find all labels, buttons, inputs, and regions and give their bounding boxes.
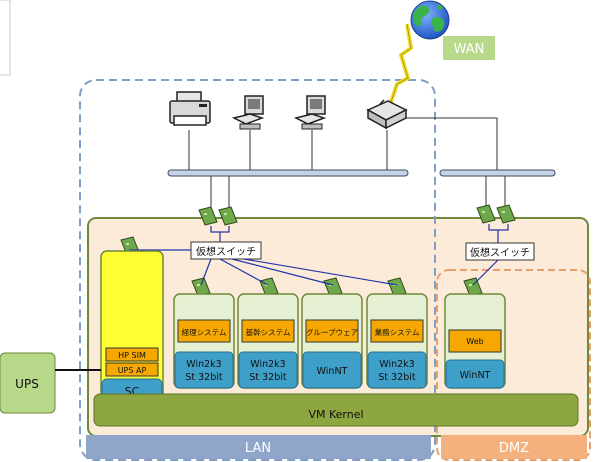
vm-os-label-line1: Win2k3 (186, 359, 221, 370)
virtual-switch-lan-label: 仮想スイッチ (196, 245, 256, 258)
vm-app-label: 経理システム (182, 327, 227, 337)
wan-label: WAN (454, 42, 485, 57)
app-box (305, 319, 359, 343)
vm-app-label: 基幹システム (246, 327, 291, 337)
vm-os-label-line2: St 32bit (249, 372, 287, 383)
globe-icon (410, 0, 450, 40)
ups-ap-box (105, 362, 159, 377)
dmz-backbone (439, 169, 556, 177)
vm-os-label-line1: Win2k3 (250, 359, 285, 370)
vm-4: 業務システム Win2k3 St 32bit (366, 293, 428, 389)
nic-icon (476, 204, 496, 224)
os-box (367, 351, 427, 389)
wan-label-box (443, 36, 495, 60)
lan-bar (86, 435, 431, 459)
os-box (174, 351, 234, 389)
vm-os-label-line1: Win2k3 (379, 359, 414, 370)
lightning-icon (387, 23, 414, 109)
vm-os-label-line1: WinNT (317, 366, 348, 377)
lan-backbone (167, 169, 409, 177)
app-box (241, 319, 295, 343)
app-box (448, 329, 502, 353)
lan-label: LAN (245, 441, 271, 456)
os-box (238, 351, 298, 389)
dmz-vm-os-label: WinNT (460, 370, 491, 381)
dmz-vm-app-label: Web (466, 337, 483, 346)
vm-kernel-bar (93, 393, 579, 427)
nic-icon (198, 206, 218, 226)
vm-os-label-line2: St 32bit (185, 372, 223, 383)
vm-app-label: 業務システム (375, 327, 420, 337)
app-box (370, 319, 424, 343)
virtual-switch-dmz (465, 242, 535, 261)
nic-icon (387, 277, 407, 297)
virtual-switch-dmz-label: 仮想スイッチ (470, 246, 530, 259)
window-edge (0, 0, 11, 76)
vm-3: グループウェア WinNT (301, 293, 363, 389)
dmz-bar (441, 435, 587, 459)
ups-box (0, 352, 56, 414)
os-box (445, 359, 505, 389)
ups-label: UPS (15, 377, 39, 391)
computer-icon (231, 95, 265, 130)
vm-2: 基幹システム Win2k3 St 32bit (237, 293, 299, 389)
vm-app-label: グループウェア (306, 327, 358, 337)
nic-icon (323, 277, 343, 297)
vm-dmz: Web WinNT (444, 293, 506, 389)
nic-icon (496, 204, 516, 224)
dmz-label: DMZ (499, 441, 529, 456)
app-box (177, 319, 231, 343)
computer-icon (293, 95, 327, 130)
os-box (302, 351, 362, 389)
vm-os-label-line2: St 32bit (378, 372, 416, 383)
hp-sim-box (105, 347, 159, 362)
vm-kernel-label: VM Kernel (308, 408, 363, 421)
nic-icon (191, 277, 211, 297)
router-icon (366, 99, 408, 130)
dmz-region (436, 269, 591, 461)
ups-ap-label: UPS AP (118, 366, 147, 375)
nic-icon (218, 206, 238, 226)
nic-icon (463, 277, 483, 297)
printer-icon (169, 91, 211, 126)
vm-1: 経理システム Win2k3 St 32bit (173, 293, 235, 389)
hp-sim-label: HP SIM (118, 351, 146, 360)
lan-region (79, 79, 436, 461)
